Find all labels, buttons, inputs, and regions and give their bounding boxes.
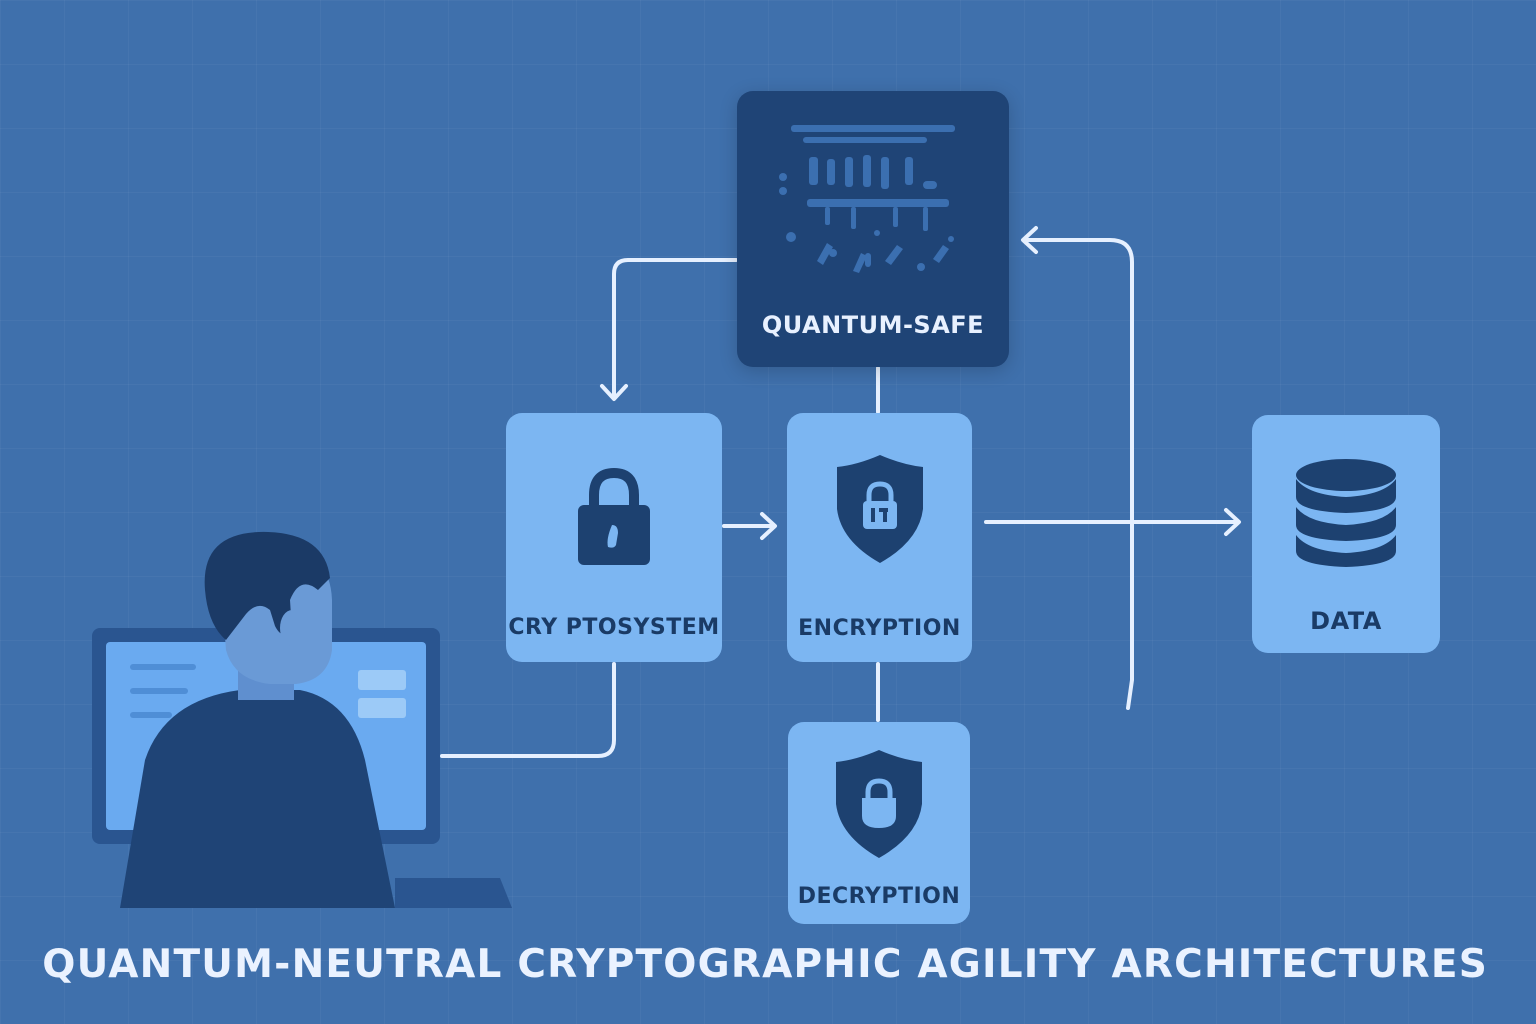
cryptosystem-node: CRY PTOSYSTEM [506, 413, 722, 662]
diagram-title: QUANTUM-NEUTRAL CRYPTOGRAPHIC AGILITY AR… [42, 942, 1488, 987]
data-label: DATA [1310, 607, 1382, 635]
database-icon [1296, 459, 1396, 567]
arrowhead-down [600, 384, 628, 401]
encryption-node: ENCRYPTION [787, 413, 972, 662]
connector-quantum-safe-to-cryptosystem [612, 258, 738, 400]
shield-lock-icon [837, 455, 923, 563]
padlock-icon [578, 467, 650, 565]
data-node: DATA [1252, 415, 1440, 653]
cryptosystem-label: CRY PTOSYSTEM [508, 615, 720, 640]
connector-feedback-to-quantum-safe [1022, 238, 1134, 710]
quantum-safe-label: QUANTUM-SAFE [761, 311, 985, 339]
shield-lock-icon [836, 750, 922, 858]
arrowhead-right-encryption [760, 512, 777, 540]
decryption-node: DECRYPTION [788, 722, 970, 924]
connector-cryptosystem-to-computer [440, 662, 616, 758]
decryption-label: DECRYPTION [797, 884, 961, 909]
arrowhead-left [1021, 226, 1038, 254]
quantum-safe-node: QUANTUM-SAFE [737, 91, 1009, 367]
person-icon [120, 531, 512, 908]
quantum-circuit-icon [779, 125, 955, 273]
arrowhead-right-data [1224, 508, 1241, 536]
encryption-label: ENCRYPTION [798, 616, 961, 641]
